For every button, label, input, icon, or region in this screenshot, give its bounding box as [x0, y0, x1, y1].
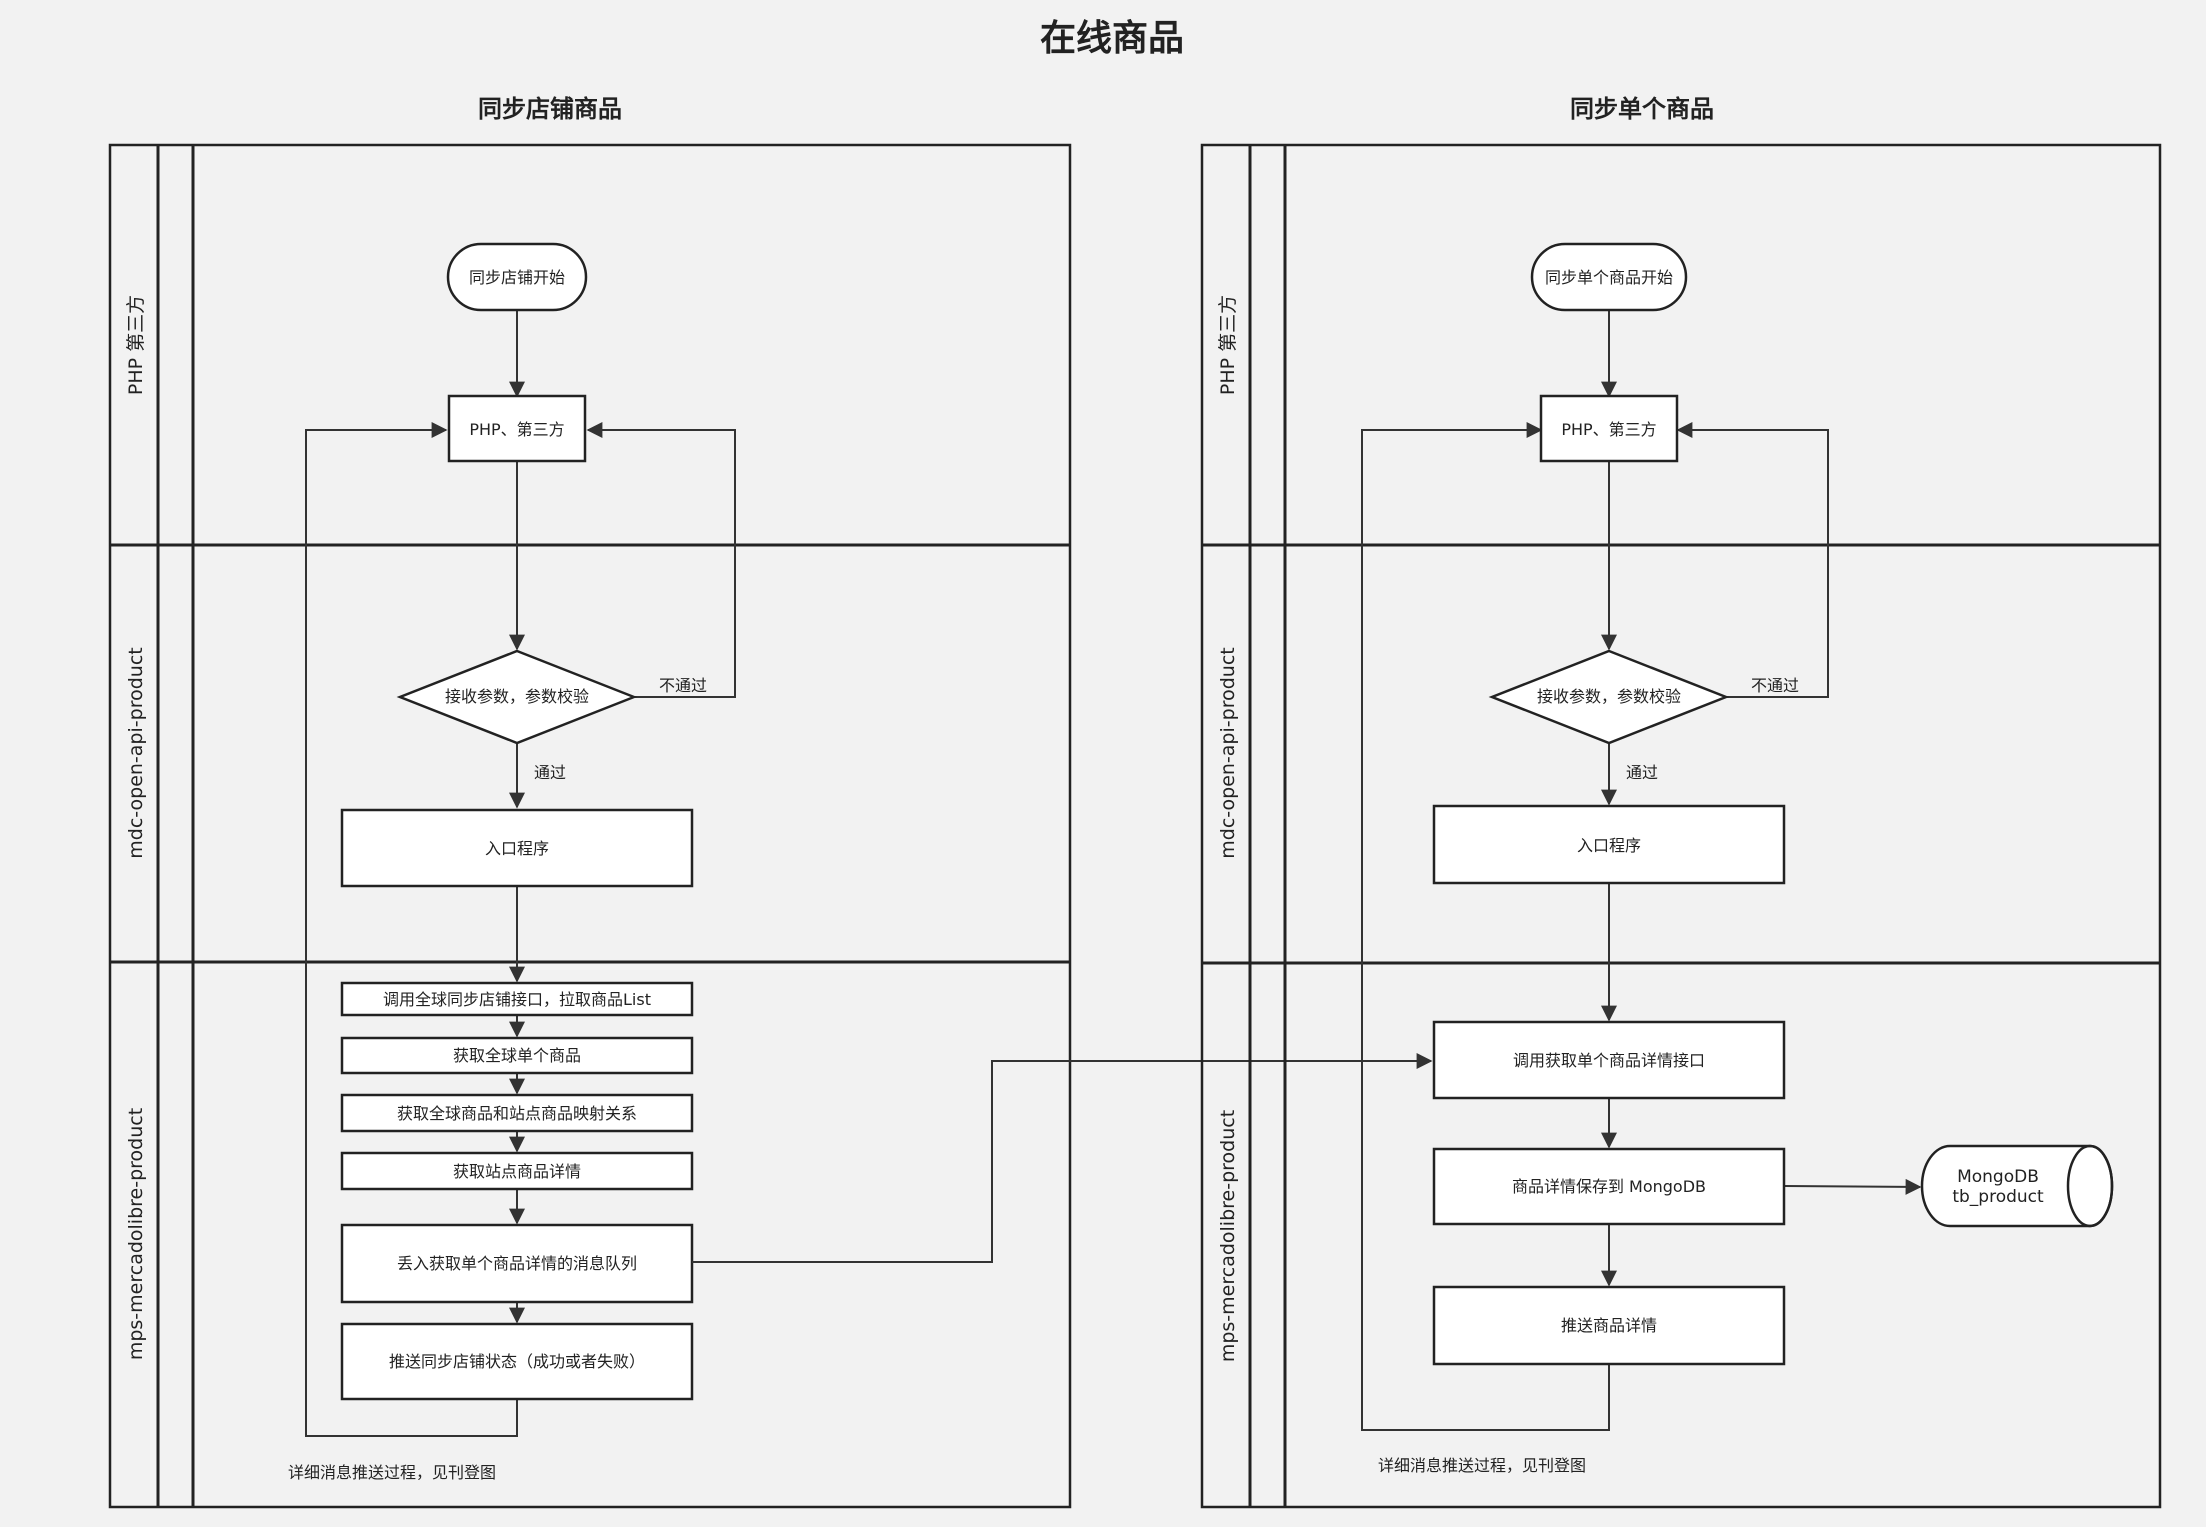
left-lane-label-mercadolibre: mps-mercadolibre-product — [125, 1108, 147, 1360]
left-note: 详细消息推送过程，见刊登图 — [288, 1463, 496, 1482]
left-step-1-label: 调用全球同步店铺接口，拉取商品List — [383, 990, 651, 1009]
right-php-label: PHP、第三方 — [1561, 420, 1656, 439]
left-step-4 — [340, 1151, 694, 1191]
left-step-2 — [340, 1036, 694, 1075]
left-step-3-label: 获取全球商品和站点商品映射关系 — [397, 1104, 637, 1123]
right-step-3 — [1432, 1285, 1786, 1366]
left-step-4-label: 获取站点商品详情 — [453, 1162, 581, 1181]
right-entry-label: 入口程序 — [1577, 836, 1641, 855]
right-step-2 — [1432, 1147, 1786, 1226]
left-entry-label: 入口程序 — [485, 839, 549, 858]
left-step-1 — [340, 981, 694, 1017]
left-entry-node — [340, 808, 694, 888]
right-check-decision — [1488, 649, 1730, 745]
right-note: 详细消息推送过程，见刊登图 — [1378, 1456, 1586, 1475]
left-fail-label: 不通过 — [659, 676, 707, 695]
right-php-node — [1539, 394, 1679, 463]
left-pool-frame — [108, 143, 1072, 1509]
right-step-1-label: 调用获取单个商品详情接口 — [1513, 1051, 1705, 1070]
right-fail-label: 不通过 — [1751, 676, 1799, 695]
left-pool-title: 同步店铺商品 — [478, 95, 622, 123]
right-check-label: 接收参数，参数校验 — [1537, 687, 1681, 706]
right-start-node — [1530, 242, 1688, 312]
right-entry-node — [1432, 804, 1786, 885]
db-table-label: tb_product — [1952, 1187, 2044, 1207]
left-pool: 同步店铺商品 PHP 第三方 mdc-open-api-product mps-… — [108, 95, 1072, 1509]
right-step-1 — [1432, 1020, 1786, 1100]
left-check-label: 接收参数，参数校验 — [445, 687, 589, 706]
right-pool: 同步单个商品 PHP 第三方 mdc-open-api-product mps-… — [1200, 95, 2162, 1509]
left-pass-label: 通过 — [534, 763, 566, 782]
right-step-2-label: 商品详情保存到 MongoDB — [1512, 1177, 1706, 1196]
left-lane-label-open-api: mdc-open-api-product — [125, 647, 147, 858]
mongodb-database-icon — [1920, 1144, 2114, 1228]
left-step-5-label: 丢入获取单个商品详情的消息队列 — [397, 1254, 637, 1273]
right-start-label: 同步单个商品开始 — [1545, 268, 1673, 287]
right-lane-label-open-api: mdc-open-api-product — [1217, 647, 1239, 858]
right-pool-title: 同步单个商品 — [1570, 95, 1714, 123]
cross-pool-connector — [692, 1053, 1433, 1263]
right-lane-label-php: PHP 第三方 — [1217, 295, 1239, 395]
db-name-label: MongoDB — [1957, 1167, 2039, 1187]
left-step-6 — [340, 1322, 694, 1401]
right-lane-label-mercadolibre: mps-mercadolibre-product — [1217, 1110, 1239, 1362]
left-step-5 — [340, 1223, 694, 1304]
left-check-decision — [396, 649, 638, 745]
right-step-3-label: 推送商品详情 — [1561, 1316, 1657, 1335]
left-php-node — [447, 394, 587, 463]
left-start-node — [446, 242, 588, 312]
left-start-label: 同步店铺开始 — [469, 268, 565, 287]
left-step-6-label: 推送同步店铺状态（成功或者失败） — [389, 1352, 645, 1371]
page-title: 在线商品 — [1040, 18, 1184, 59]
left-php-label: PHP、第三方 — [469, 420, 564, 439]
right-pool-frame — [1200, 143, 2162, 1509]
left-lane-label-php: PHP 第三方 — [125, 295, 147, 395]
left-step-3 — [340, 1093, 694, 1133]
right-pass-label: 通过 — [1626, 763, 1658, 782]
left-step-2-label: 获取全球单个商品 — [453, 1046, 581, 1065]
